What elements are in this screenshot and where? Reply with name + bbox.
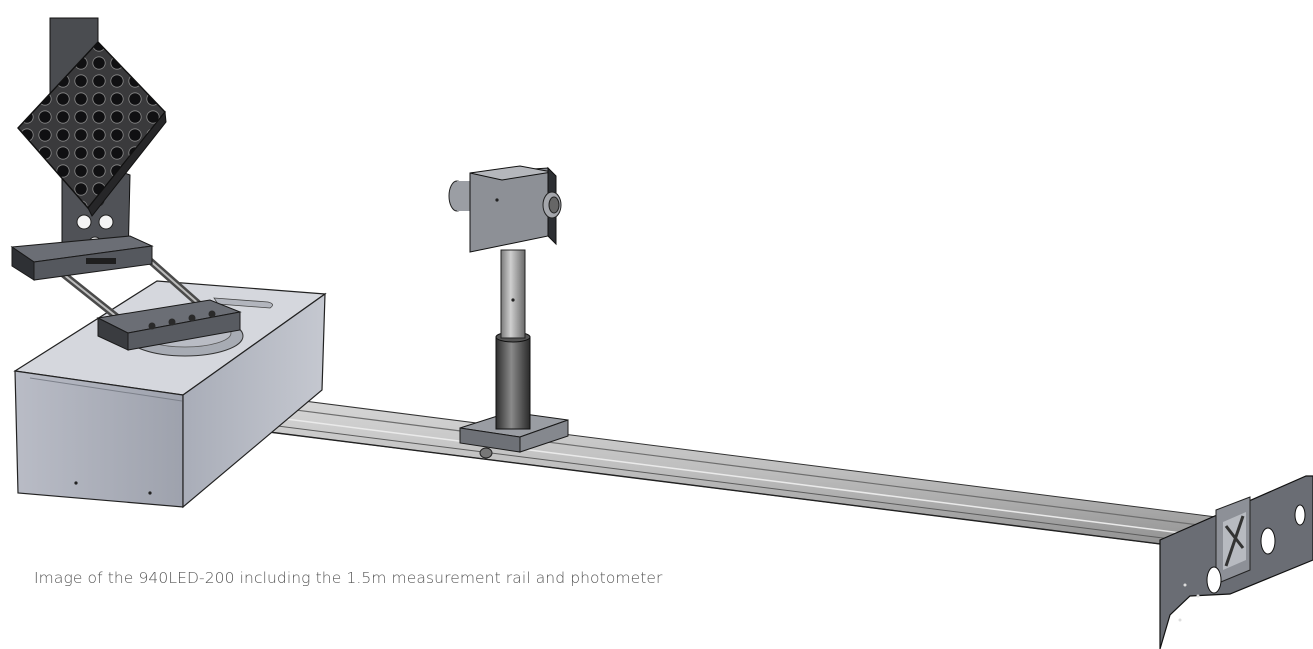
lower-clamp-bar bbox=[96, 299, 242, 351]
led-array-panel bbox=[17, 17, 167, 217]
rail-end-bracket bbox=[1159, 475, 1313, 649]
photometer-head bbox=[448, 165, 562, 253]
upper-clamp-bar bbox=[10, 235, 154, 281]
photometer-post bbox=[495, 249, 531, 430]
measurement-rail bbox=[228, 391, 1241, 554]
image-caption: Image of the 940LED-200 including the 1.… bbox=[34, 569, 663, 587]
